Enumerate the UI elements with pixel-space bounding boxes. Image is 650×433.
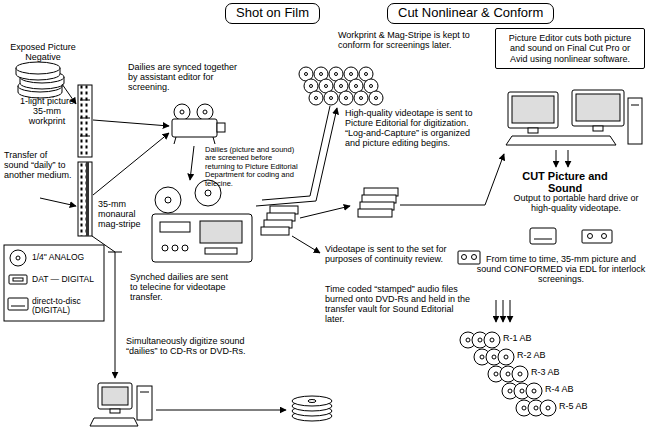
- note-text: Dailies are synced together by assistant…: [128, 62, 240, 92]
- legend-text: DAT — DIGITAL: [32, 275, 102, 284]
- dvd-stack: [292, 396, 332, 421]
- node-text: Shot on Film: [236, 6, 309, 21]
- legend-box: [4, 245, 104, 321]
- projector: [172, 104, 225, 144]
- note-text: High-quality videotape is sent to Pictur…: [345, 108, 477, 148]
- section-heading-box: Cut Nonlinear & Conform: [387, 3, 554, 24]
- note-text: Synched dailies are sent to telecine for…: [130, 272, 234, 302]
- note-text: Videotape is sent to the set for purpose…: [325, 244, 455, 264]
- reel-stack: [299, 67, 383, 105]
- process-box: Picture Editor cuts both picture and sou…: [495, 28, 645, 69]
- reel-label: R-2 AB: [517, 350, 559, 360]
- note-text: 1-light picture 35-mm workprint: [18, 96, 76, 126]
- tape-icon: [458, 251, 480, 264]
- note-text: Time coded “stamped” audio files burned …: [325, 284, 473, 324]
- film-cans: [16, 62, 64, 98]
- section-heading-box: Shot on Film: [225, 3, 320, 24]
- node-text: Picture Editor cuts both picture and sou…: [501, 33, 639, 64]
- telecine-machine: [152, 180, 252, 262]
- reel-label: R-3 AB: [531, 367, 573, 377]
- legend-icons: [8, 250, 28, 310]
- reel-label: R-1 AB: [503, 333, 545, 343]
- editing-workstation: [506, 90, 642, 145]
- note-text: Workprint & Mag-Stripe is kept to confor…: [338, 30, 490, 50]
- videotapes: [261, 206, 298, 235]
- note-text: CUT Picture and Sound: [515, 170, 615, 195]
- reel-label: R-4 AB: [545, 384, 587, 394]
- note-text: From time to time, 35-mm picture and sou…: [476, 254, 646, 284]
- computer: [90, 383, 152, 426]
- note-text: Dailies (picture and sound) are screened…: [205, 146, 300, 188]
- note-text: 35-mm monaural mag-stripe: [98, 199, 150, 229]
- note-text: Transfer of sound “daily” to another med…: [4, 150, 74, 180]
- node-text: Cut Nonlinear & Conform: [398, 6, 543, 21]
- film-strip: [78, 85, 92, 236]
- note-text: Exposed Picture Negative: [4, 42, 82, 62]
- tape-stack: [358, 188, 398, 217]
- reel-label: R-5 AB: [559, 401, 601, 411]
- legend-text: 1/4" ANALOG: [32, 253, 102, 262]
- legend-text: direct-to-disc (DIGITAL): [32, 297, 102, 316]
- note-text: Simultaneously digitize sound “dailies” …: [126, 336, 266, 356]
- note-text: Output to portable hard drive or high-qu…: [506, 193, 646, 213]
- output-media: [530, 228, 612, 244]
